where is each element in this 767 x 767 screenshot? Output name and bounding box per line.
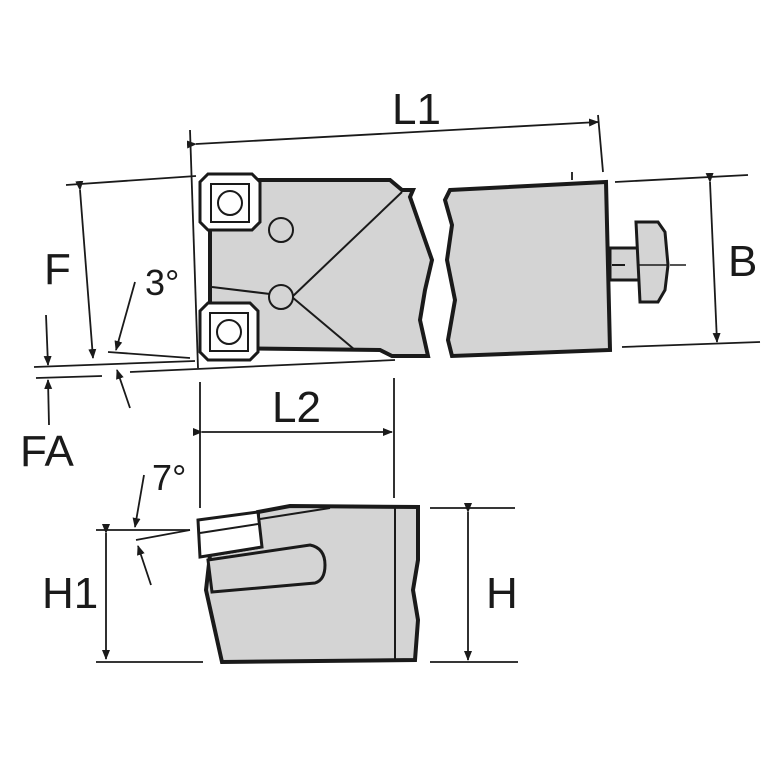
side-insert: [196, 510, 264, 559]
dimension-lines-side: [96, 378, 518, 663]
holder-shank: [442, 179, 613, 359]
label-b: B: [728, 237, 758, 286]
top-view: [198, 172, 686, 362]
label-angle-7: 7°: [152, 457, 187, 498]
label-h: H: [486, 569, 518, 618]
clamp-screw-head: [634, 220, 670, 304]
screw-hole-upper: [268, 217, 294, 243]
screw-hole-lower: [268, 284, 294, 310]
dimension-lines-top: [33, 114, 761, 426]
label-l2: L2: [272, 383, 321, 432]
label-angle-3: 3°: [145, 262, 180, 303]
label-fa: FA: [20, 427, 74, 476]
label-l1: L1: [392, 85, 441, 134]
side-view: [196, 503, 421, 665]
label-f: F: [44, 245, 71, 294]
label-h1: H1: [42, 569, 99, 618]
chip-groove: [206, 543, 327, 594]
